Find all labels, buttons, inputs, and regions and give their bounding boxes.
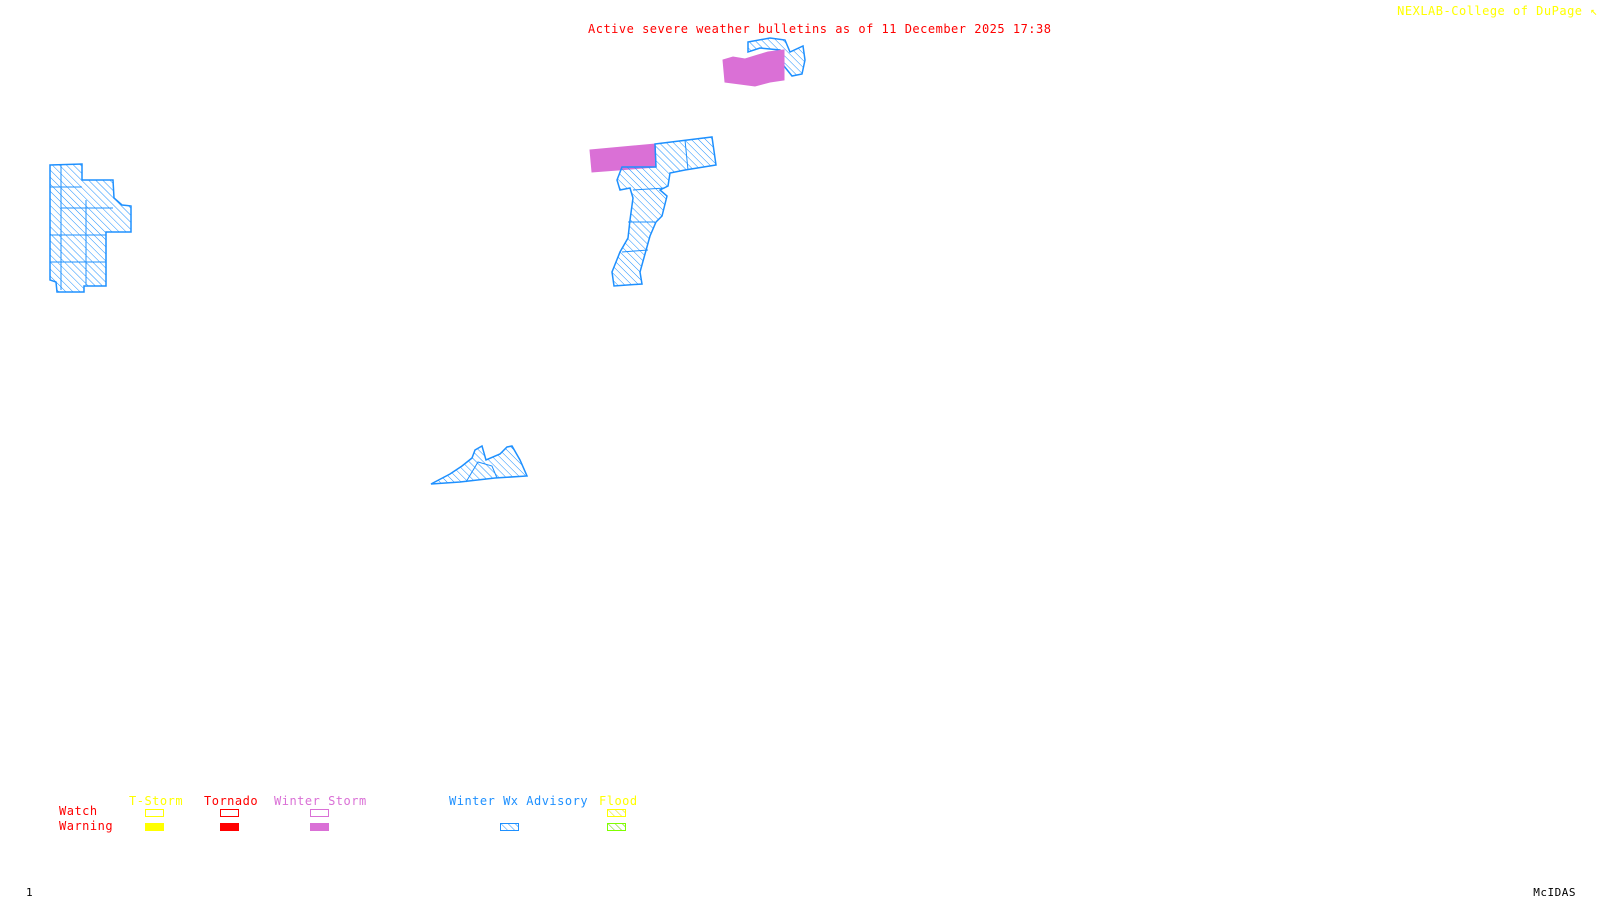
legend-label-flood: Flood (599, 794, 638, 808)
frame-number: 1 (26, 886, 34, 899)
alert-area-maine[interactable] (722, 37, 806, 87)
software-label: McIDAS (1533, 886, 1576, 899)
corner-logo-icon: ↖ (1590, 4, 1598, 18)
county-boundary (621, 249, 649, 253)
swatch-flood-warning (607, 823, 626, 831)
winter-wx-advisory-zone[interactable] (747, 37, 806, 77)
swatch-winter-storm-warning (310, 823, 329, 831)
swatch-tornado-watch (220, 809, 239, 817)
winter-wx-advisory-zone[interactable] (430, 444, 529, 485)
credit-label: NEXLAB-College of DuPage ↖ (1397, 4, 1598, 18)
alert-area-west[interactable] (49, 163, 132, 293)
legend-label-winter-wx-advisory: Winter Wx Advisory (449, 794, 589, 808)
county-boundary (632, 187, 666, 191)
winter-wx-advisory-zone[interactable] (49, 163, 132, 293)
winter-wx-advisory-zone[interactable] (611, 136, 717, 287)
map-title: Active severe weather bulletins as of 11… (588, 22, 1052, 36)
credit-text: NEXLAB-College of DuPage (1397, 4, 1583, 18)
legend-row-watch: Watch (59, 804, 98, 818)
legend-row-warning: Warning (59, 819, 114, 833)
swatch-winter-wx-advisory (500, 823, 519, 831)
county-boundary (684, 139, 689, 171)
county-boundary (465, 461, 498, 483)
swatch-tstorm-watch (145, 809, 164, 817)
swatch-flood-watch (607, 809, 626, 817)
swatch-tstorm-warning (145, 823, 164, 831)
legend-label-winter-storm: Winter Storm (274, 794, 367, 808)
alert-area-virginia[interactable] (430, 444, 529, 485)
legend-label-tstorm: T-Storm (129, 794, 184, 808)
alert-area-new-york[interactable] (589, 136, 717, 287)
swatch-winter-storm-watch (310, 809, 329, 817)
legend-label-tornado: Tornado (204, 794, 259, 808)
winter-storm-warning-zone[interactable] (722, 49, 785, 87)
county-boundary (654, 143, 657, 168)
swatch-tornado-warning (220, 823, 239, 831)
